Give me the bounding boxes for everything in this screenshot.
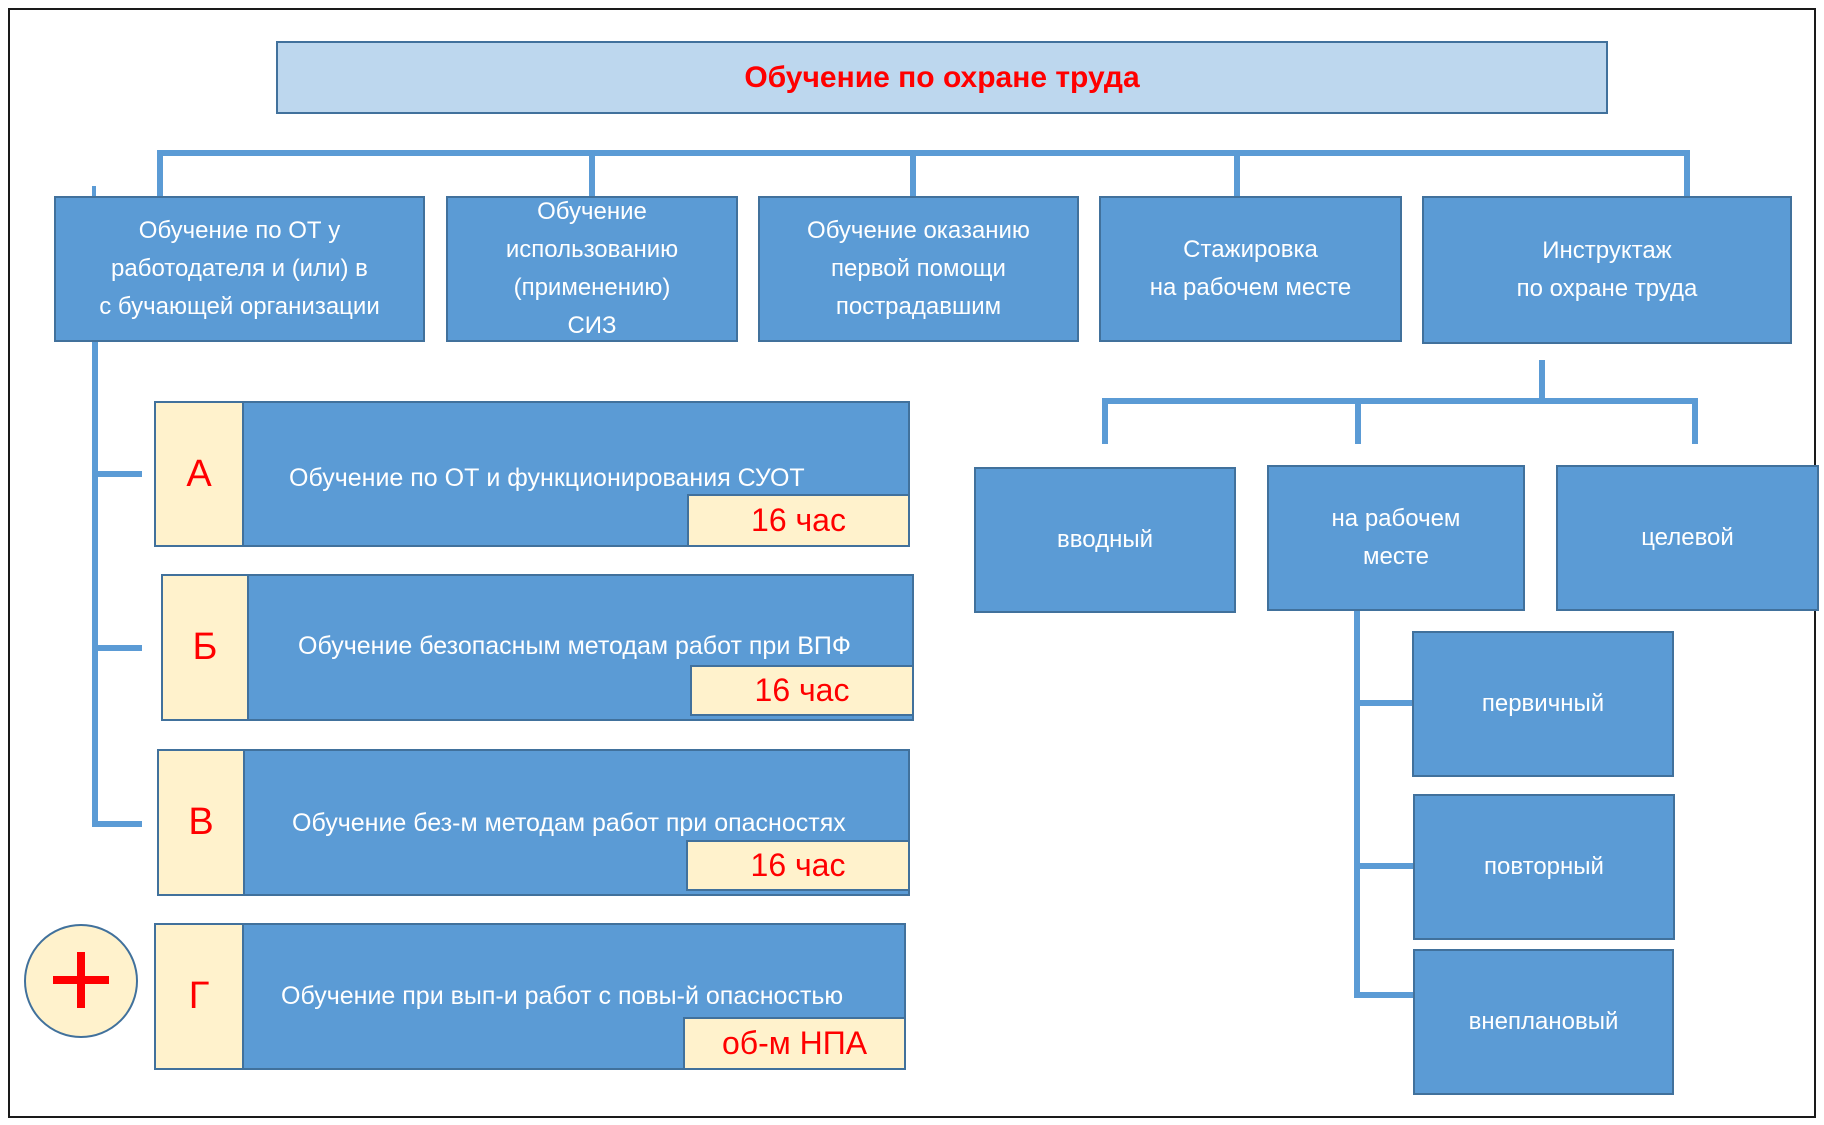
connector <box>1354 700 1414 706</box>
connector <box>1684 150 1690 198</box>
connector <box>910 150 916 198</box>
connector <box>92 186 96 200</box>
plus-badge <box>24 924 138 1038</box>
program-hours: 16 час <box>690 665 914 716</box>
box-employer-training: Обучение по ОТ у работодателя и (или) в … <box>54 196 425 342</box>
program-letter: А <box>154 401 244 547</box>
briefing-introductory: вводный <box>974 467 1236 613</box>
program-hours: об-м НПА <box>683 1017 906 1070</box>
connector <box>1234 150 1240 198</box>
workplace-primary: первичный <box>1412 631 1674 777</box>
program-text: Обучение без-м методам работ при опаснос… <box>292 809 846 837</box>
connector <box>92 471 142 477</box>
connector <box>1354 863 1414 869</box>
connector <box>157 150 1690 156</box>
program-bar <box>157 749 910 896</box>
connector <box>589 150 595 198</box>
program-letter: Б <box>161 574 249 721</box>
program-letter: Г <box>154 923 244 1070</box>
plus-icon <box>53 952 109 1008</box>
connector <box>1355 398 1361 444</box>
box-internship: Стажировка на рабочем месте <box>1099 196 1402 342</box>
connector <box>1692 398 1698 444</box>
workplace-repeated: повторный <box>1413 794 1675 940</box>
box-ppe-training: Обучение использованию (применению) СИЗ <box>446 196 738 342</box>
diagram-title: Обучение по охране труда <box>276 41 1608 114</box>
program-text: Обучение по ОТ и функционирования СУОТ <box>289 464 805 492</box>
connector <box>1102 398 1108 444</box>
program-text: Обучение безопасным методам работ при ВП… <box>298 632 851 660</box>
program-text: Обучение при вып-и работ с повы-й опасно… <box>281 982 844 1010</box>
connector <box>92 645 142 651</box>
briefing-workplace: на рабочем месте <box>1267 465 1525 611</box>
box-first-aid-training: Обучение оказанию первой помощи пострада… <box>758 196 1079 342</box>
briefing-targeted: целевой <box>1556 465 1819 611</box>
workplace-unscheduled: внеплановый <box>1413 949 1674 1095</box>
connector <box>1354 611 1360 998</box>
program-hours: 16 час <box>687 494 910 547</box>
program-letter: В <box>157 749 245 896</box>
connector <box>1354 992 1414 998</box>
connector <box>92 821 142 827</box>
program-hours: 16 час <box>686 840 910 891</box>
connector <box>157 150 163 198</box>
connector <box>92 342 98 827</box>
connector <box>1102 398 1698 404</box>
connector <box>1539 360 1545 400</box>
box-briefing: Инструктаж по охране труда <box>1422 196 1792 344</box>
